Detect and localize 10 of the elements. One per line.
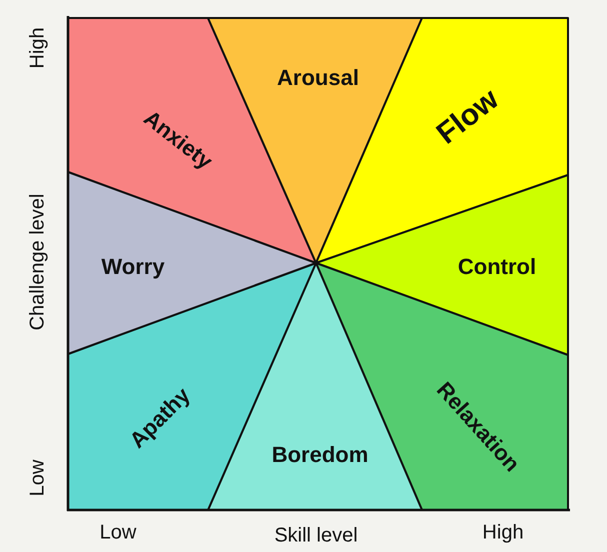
axis-title: Skill level <box>274 524 358 548</box>
sector-label: Arousal <box>277 65 359 91</box>
sector-label: Boredom <box>272 442 368 468</box>
axis-title: Challenge level <box>26 194 50 330</box>
sector-label: Control <box>458 254 536 280</box>
axis-tick-label: Low <box>100 522 136 544</box>
axis-tick-label: High <box>482 522 524 544</box>
axis-tick-label: High <box>26 27 50 69</box>
axis-tick-label: Low <box>26 460 50 496</box>
sector-label: Worry <box>101 254 165 280</box>
